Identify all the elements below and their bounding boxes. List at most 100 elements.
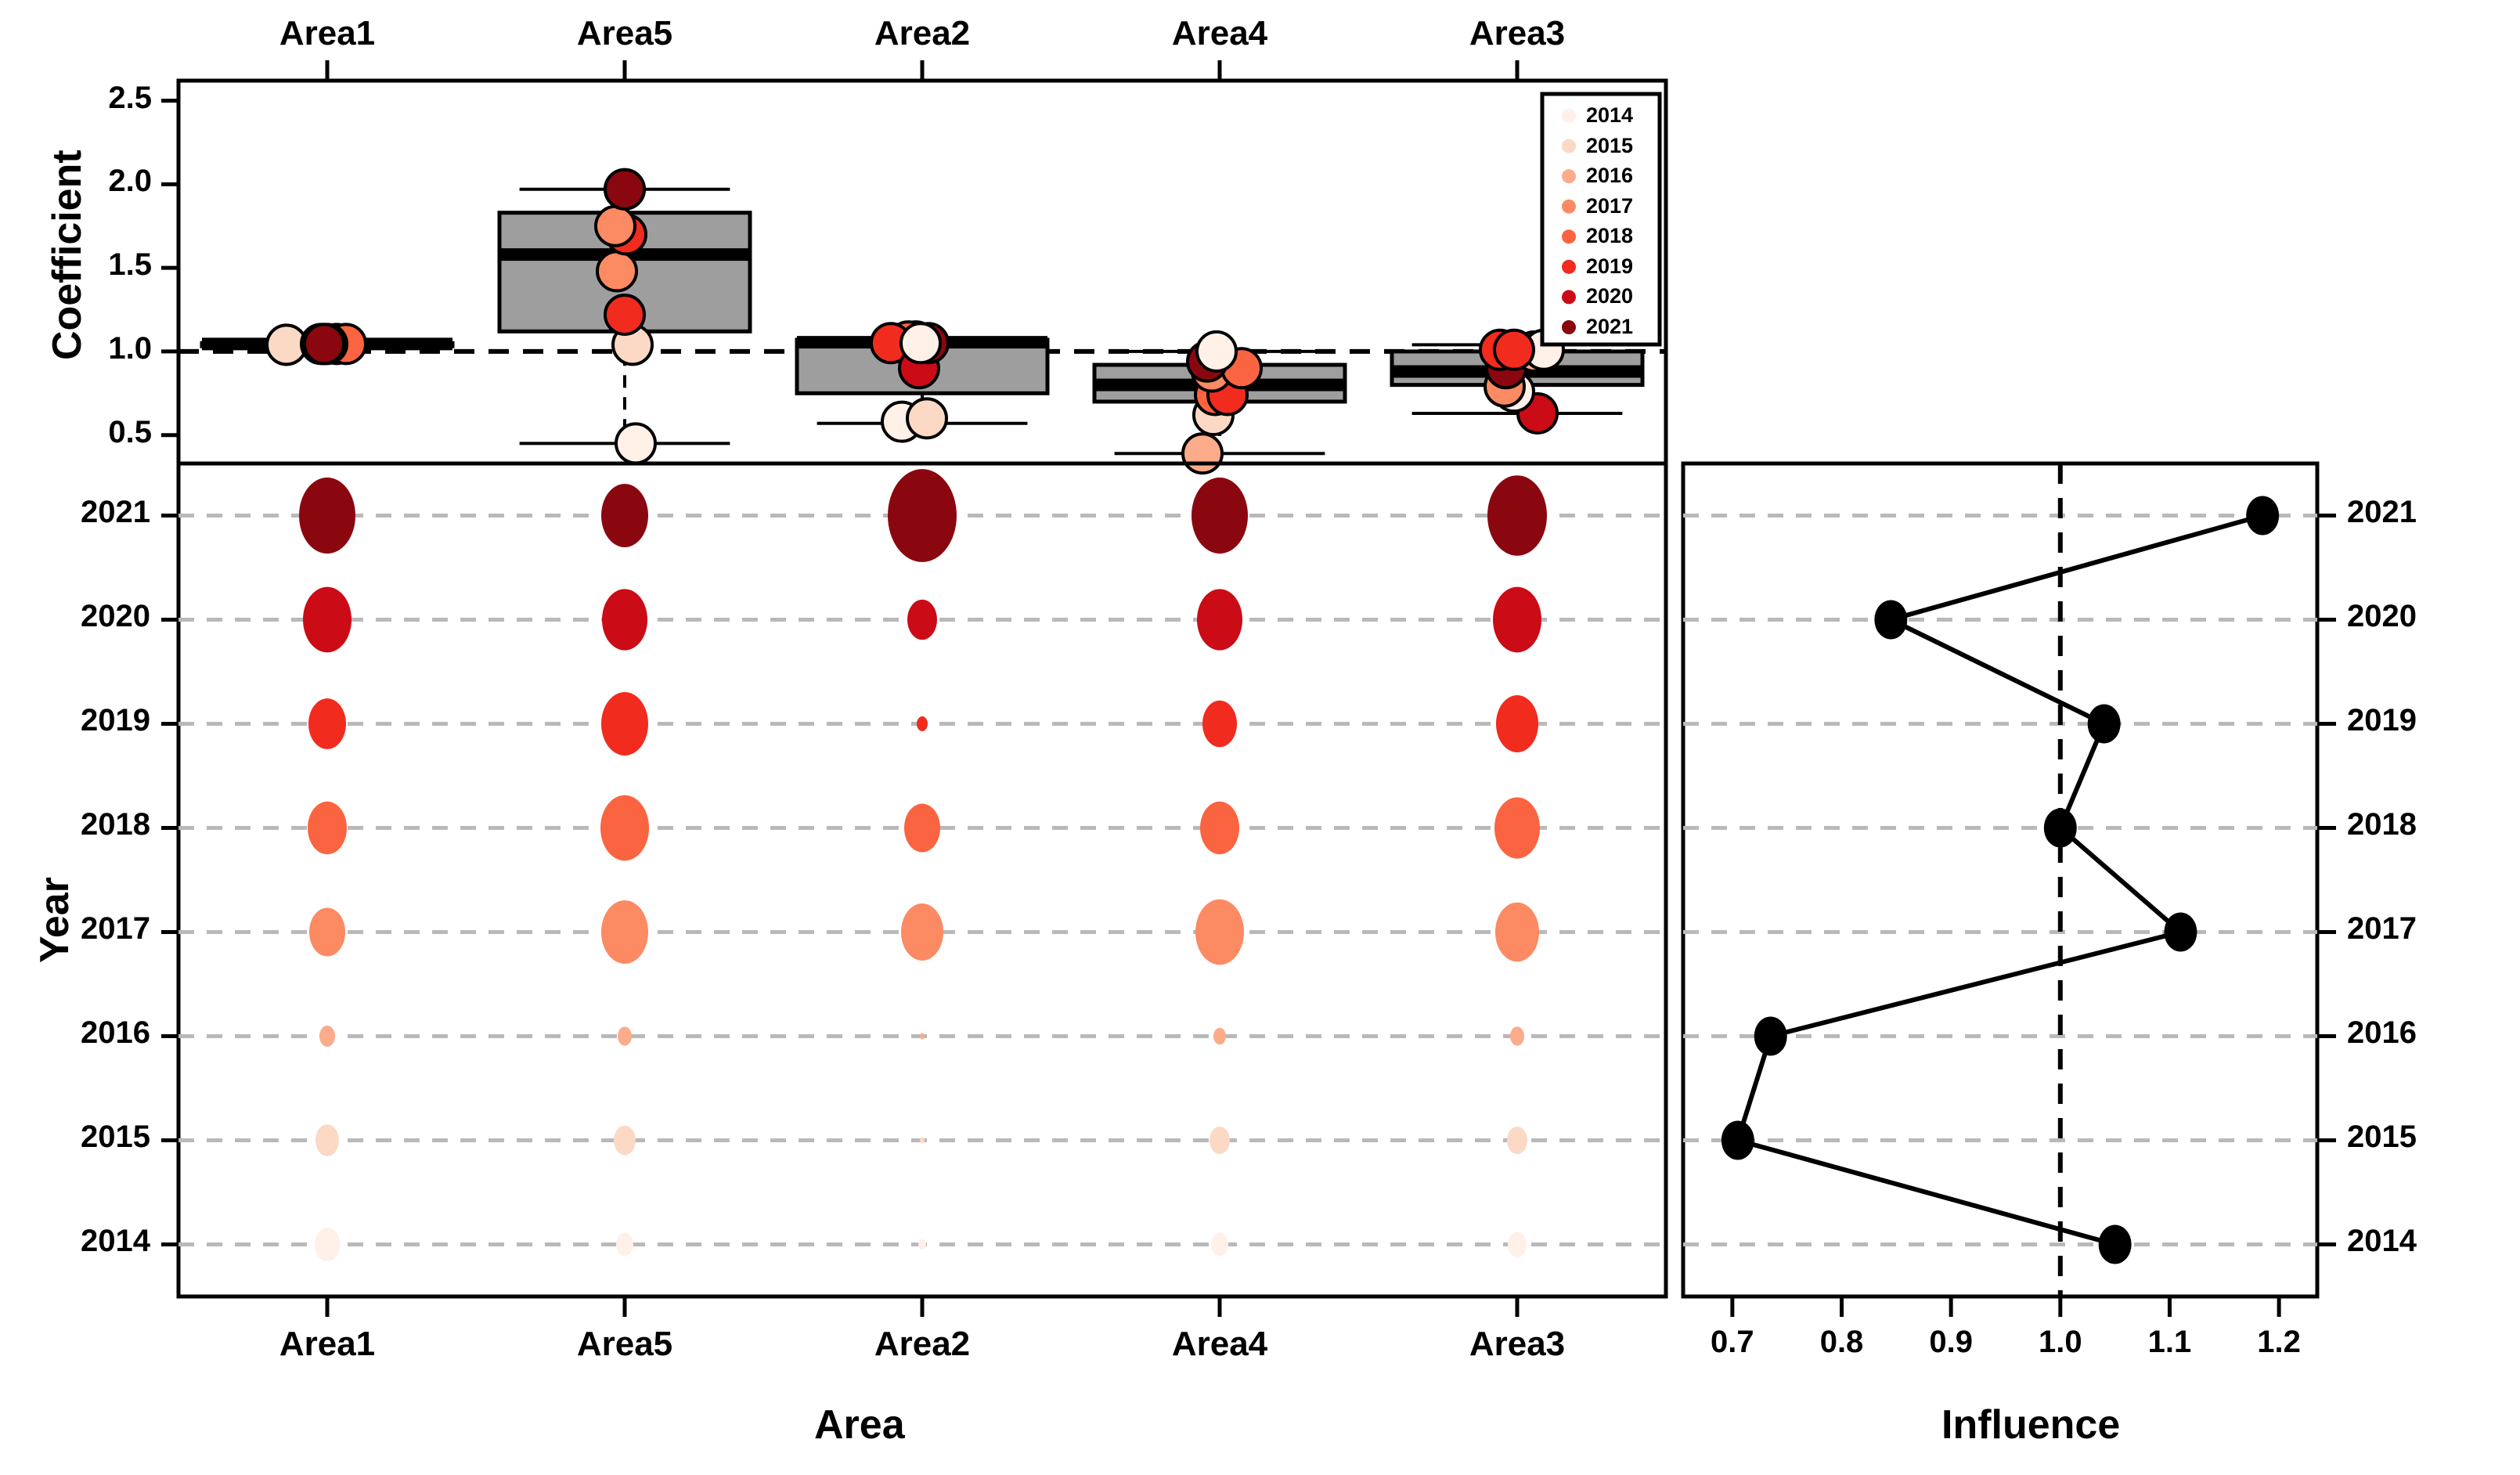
legend-label-2014: 2014 <box>1586 103 1634 127</box>
coefficient-point-2021 <box>303 323 345 366</box>
bubble-2015-Area4 <box>1210 1126 1230 1155</box>
bubble-2016-Area1 <box>319 1026 335 1047</box>
bubble-2014-Area4 <box>1211 1232 1228 1257</box>
top-area-label-Area3: Area3 <box>1469 14 1566 52</box>
year-tick-label-left-2018: 2018 <box>81 806 150 842</box>
bottom-area-label-Area4: Area4 <box>1171 1325 1268 1363</box>
year-tick-label-left-2014: 2014 <box>81 1223 150 1258</box>
influence-tick-label-1.1: 1.1 <box>2147 1325 2192 1359</box>
legend-label-2016: 2016 <box>1586 164 1634 188</box>
year-area-bubble-panel <box>161 461 1668 1317</box>
legend-swatch-2014 <box>1562 109 1576 123</box>
bubble-2018-Area5 <box>600 795 649 861</box>
year-tick-label-right-2017: 2017 <box>2347 911 2417 946</box>
coefficient-tick-label-2.5: 2.5 <box>108 80 152 115</box>
year-tick-label-right-2021: 2021 <box>2347 494 2417 529</box>
legend-label-2019: 2019 <box>1586 254 1634 278</box>
legend-label-2021: 2021 <box>1586 315 1634 338</box>
coefficient-boxplot-panel <box>161 60 1668 475</box>
bubble-2017-Area1 <box>309 907 345 957</box>
bubble-2019-Area1 <box>308 698 346 749</box>
bubble-2015-Area1 <box>315 1124 339 1156</box>
influence-line-path <box>1735 513 2263 1247</box>
bottom-area-label-Area3: Area3 <box>1469 1325 1566 1363</box>
influence-tick-label-1.0: 1.0 <box>2038 1325 2082 1359</box>
bubble-frame <box>176 461 1668 1299</box>
influence-line-panel <box>1681 461 2336 1317</box>
bubble-2020-Area5 <box>602 589 647 651</box>
bottom-area-label-Area5: Area5 <box>576 1325 673 1363</box>
year-tick-label-left-2019: 2019 <box>81 702 150 738</box>
top-area-label-Area2: Area2 <box>874 14 971 52</box>
bubble-2020-Area4 <box>1197 589 1242 651</box>
bubble-2021-Area3 <box>1487 475 1547 556</box>
bubble-2020-Area2 <box>907 599 937 640</box>
bubble-2016-Area2 <box>920 1033 925 1040</box>
bubble-2015-Area5 <box>614 1125 636 1156</box>
bottom-area-label-Area2: Area2 <box>874 1325 971 1363</box>
year-tick-label-left-2017: 2017 <box>81 911 150 946</box>
legend-label-2020: 2020 <box>1586 284 1634 308</box>
bubble-2017-Area4 <box>1195 899 1244 965</box>
year-legend <box>1540 92 1662 347</box>
bubble-2018-Area4 <box>1200 801 1239 855</box>
influence-tick-label-0.8: 0.8 <box>1819 1325 1864 1359</box>
year-tick-label-right-2016: 2016 <box>2347 1015 2417 1050</box>
bubble-2019-Area4 <box>1202 700 1237 748</box>
bubble-2021-Area5 <box>601 484 648 547</box>
bubble-2016-Area3 <box>1510 1026 1524 1046</box>
legend-swatch-2019 <box>1562 259 1576 274</box>
influence-point-2016 <box>1754 1016 1787 1056</box>
bubble-2020-Area1 <box>303 586 352 653</box>
year-tick-label-left-2016: 2016 <box>81 1015 150 1050</box>
bubble-2014-Area5 <box>616 1232 633 1257</box>
coefficient-point-2014 <box>1181 432 1224 475</box>
legend-swatch-2016 <box>1562 169 1576 184</box>
year-tick-label-right-2019: 2019 <box>2347 702 2417 738</box>
bubble-2018-Area3 <box>1494 797 1540 859</box>
coefficient-tick-label-2: 2.0 <box>108 164 152 199</box>
influence-point-2014 <box>2098 1224 2132 1264</box>
legend-box <box>1540 92 1662 347</box>
year-tick-label-right-2020: 2020 <box>2347 598 2417 633</box>
coefficient-point-2021 <box>1195 330 1238 373</box>
bubble-2014-Area1 <box>315 1227 340 1262</box>
legend-label-2017: 2017 <box>1586 193 1634 218</box>
influence-point-2021 <box>2246 496 2280 536</box>
top-area-label-Area5: Area5 <box>576 14 673 52</box>
bubble-2014-Area2 <box>918 1239 926 1250</box>
bubble-2020-Area3 <box>1493 586 1541 653</box>
area-axis-title: Area <box>814 1402 905 1448</box>
bubble-2017-Area3 <box>1495 902 1539 962</box>
bubble-2018-Area1 <box>308 801 347 855</box>
influence-point-2019 <box>2087 704 2121 744</box>
coefficient-point-2021 <box>1493 328 1535 371</box>
coefficient-point-2015 <box>906 397 948 440</box>
bubble-2021-Area4 <box>1192 477 1248 554</box>
influence-tick-label-1.2: 1.2 <box>2257 1325 2301 1359</box>
bubble-2018-Area2 <box>904 803 940 853</box>
coefficient-point-2014 <box>615 422 657 465</box>
influence-tick-label-0.9: 0.9 <box>1929 1325 1973 1359</box>
legend-swatch-2020 <box>1562 290 1576 305</box>
influence-axis-title: Influence <box>1941 1402 2121 1448</box>
year-tick-label-left-2020: 2020 <box>81 598 150 633</box>
influence-tick-label-0.7: 0.7 <box>1711 1325 1754 1359</box>
year-tick-label-left-2021: 2021 <box>81 494 150 529</box>
legend-label-2018: 2018 <box>1586 224 1634 248</box>
influence-point-2015 <box>1721 1120 1754 1160</box>
bubble-2017-Area5 <box>601 900 648 964</box>
top-area-label-Area4: Area4 <box>1171 14 1268 52</box>
influence-point-2018 <box>2043 808 2077 848</box>
bubble-2014-Area3 <box>1508 1232 1527 1257</box>
legend-swatch-2021 <box>1562 320 1576 334</box>
legend-swatch-2017 <box>1562 199 1576 214</box>
top-area-label-Area1: Area1 <box>279 14 376 52</box>
coefficient-tick-label-1.5: 1.5 <box>108 247 152 283</box>
bubble-2019-Area5 <box>601 692 648 756</box>
year-tick-label-right-2018: 2018 <box>2347 806 2417 842</box>
bubble-2016-Area4 <box>1213 1027 1226 1045</box>
legend-swatch-2015 <box>1562 139 1576 153</box>
